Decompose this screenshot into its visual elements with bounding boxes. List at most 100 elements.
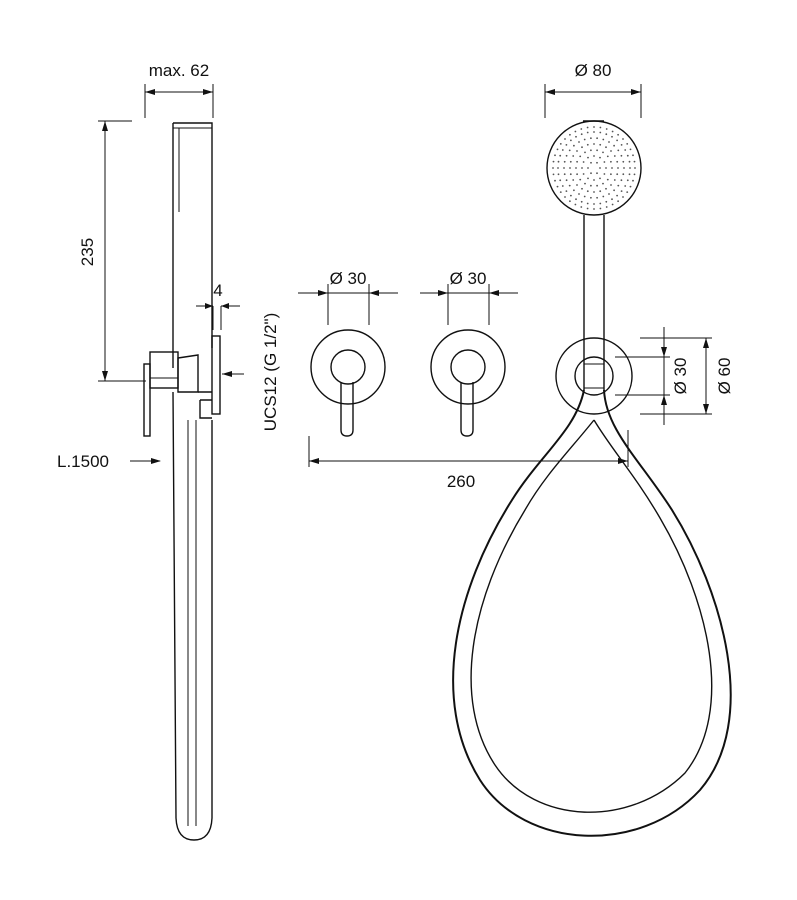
spray-nozzle <box>590 184 592 187</box>
spray-nozzle <box>579 155 582 158</box>
spray-nozzle <box>611 167 613 169</box>
spray-nozzle <box>575 198 577 201</box>
spray-nozzle <box>626 191 629 194</box>
spray-nozzle <box>610 173 612 176</box>
spray-nozzle <box>620 179 623 182</box>
spray-nozzle <box>593 143 595 145</box>
spray-nozzle <box>616 139 618 142</box>
spray-nozzle <box>565 179 568 182</box>
spray-nozzle <box>576 160 578 163</box>
spray-nozzle <box>569 167 571 169</box>
spray-nozzle <box>569 173 572 176</box>
spray-nozzle <box>569 160 572 163</box>
spray-nozzle <box>622 173 625 176</box>
spray-nozzle <box>616 194 618 197</box>
hose-loop-inner <box>470 419 713 813</box>
spray-nozzle <box>586 190 589 193</box>
spray-nozzle <box>587 167 589 169</box>
spray-nozzle <box>602 151 604 154</box>
spray-nozzle <box>582 161 585 163</box>
spray-nozzle <box>569 200 571 203</box>
spray-nozzle <box>605 187 607 190</box>
outer-diameter-label: Ø 60 <box>715 358 734 395</box>
wall-outlet-inner <box>574 356 614 396</box>
spray-nozzle <box>573 189 575 192</box>
spray-nozzle <box>559 154 562 157</box>
spray-nozzle <box>593 191 595 193</box>
spray-nozzle <box>596 172 598 175</box>
spray-nozzle <box>622 138 624 140</box>
max-width-label: max. 62 <box>149 61 209 80</box>
spray-nozzle <box>599 167 601 169</box>
spray-nozzle <box>572 179 575 181</box>
spray-nozzle <box>579 178 582 181</box>
spray-nozzle <box>593 208 595 210</box>
spray-nozzle <box>602 195 605 198</box>
spray-nozzle <box>565 144 568 146</box>
spray-nozzle <box>608 141 610 143</box>
spray-nozzle <box>620 154 623 157</box>
hose-loop <box>452 389 732 837</box>
wall-outlet-outer <box>555 337 633 415</box>
spray-nozzle <box>602 182 604 185</box>
hose-length-label: L.1500 <box>57 452 109 471</box>
spray-nozzle <box>563 160 566 163</box>
spray-nozzle <box>556 148 559 151</box>
spray-nozzle <box>578 193 580 195</box>
spray-nozzle <box>620 190 623 193</box>
spray-nozzle <box>576 150 578 152</box>
spray-nozzle <box>580 128 583 130</box>
spray-nozzle <box>586 143 589 146</box>
spray-nozzle <box>605 128 608 130</box>
spray-nozzle <box>568 184 571 187</box>
spray-nozzle <box>623 167 625 169</box>
spray-nozzle <box>605 146 607 149</box>
spray-nozzle <box>611 130 614 133</box>
spray-nozzle <box>581 167 583 169</box>
spray-nozzle <box>586 126 589 129</box>
spray-nozzle <box>632 154 634 157</box>
spray-nozzle <box>593 203 595 205</box>
spray-nozzle <box>599 126 602 129</box>
spray-nozzle <box>574 130 577 133</box>
spray-nozzle <box>617 167 619 169</box>
spray-nozzle <box>552 160 555 163</box>
spacing-label: 260 <box>447 472 475 491</box>
spray-nozzle <box>622 160 625 163</box>
spray-nozzle <box>626 143 629 145</box>
spray-nozzle <box>596 149 598 152</box>
spray-nozzle <box>582 173 585 175</box>
spray-nozzle <box>565 190 568 193</box>
spray-nozzle <box>599 202 602 205</box>
spray-nozzle <box>611 198 613 201</box>
offset-label: 4 <box>213 281 222 300</box>
spray-nozzle <box>593 126 595 128</box>
spray-nozzle <box>559 143 562 145</box>
spray-nozzle <box>583 138 586 141</box>
spray-nozzle <box>613 144 615 147</box>
spray-nozzle <box>617 200 619 203</box>
shower-assembly: Ø 80 Ø 30 Ø 60 <box>452 61 734 837</box>
spray-nozzle <box>628 173 631 176</box>
spray-nozzle <box>606 155 609 158</box>
spray-nozzle <box>586 207 589 210</box>
spray-nozzle <box>557 160 560 163</box>
height-label: 235 <box>78 238 97 266</box>
spray-nozzle <box>593 155 595 157</box>
spray-nozzle <box>599 143 602 146</box>
spray-nozzle <box>628 160 631 163</box>
spray-nozzle <box>613 189 615 192</box>
spray-nozzle <box>603 161 606 163</box>
spray-nozzle <box>570 194 572 197</box>
spray-nozzle <box>605 133 608 136</box>
spray-nozzle <box>599 207 602 210</box>
spray-nozzle <box>616 173 619 176</box>
spray-nozzle <box>610 160 612 163</box>
spray-nozzle <box>573 144 575 147</box>
spray-nozzle <box>552 167 554 169</box>
spray-nozzle <box>634 167 636 169</box>
spray-nozzle <box>616 160 619 163</box>
spray-nozzle <box>576 173 578 176</box>
inner-diameter-label: Ø 30 <box>671 358 690 395</box>
spray-nozzle <box>581 187 583 190</box>
